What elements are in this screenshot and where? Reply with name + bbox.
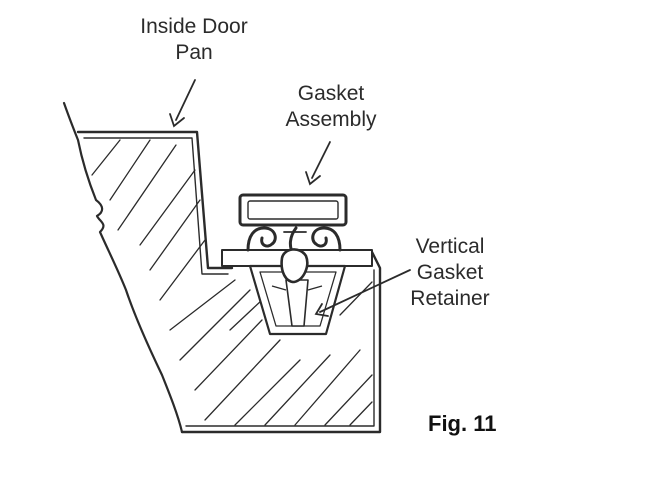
leader-lines: [169, 79, 411, 317]
label-inside-door-pan-line2: Pan: [175, 41, 213, 64]
label-gasket-assembly-line1: Gasket: [297, 82, 365, 105]
door-wall-section: [62, 101, 382, 434]
label-vertical-gasket-retainer-line1: Vertical: [415, 235, 485, 258]
gasket-assembly: [238, 193, 348, 284]
figure-number: Fig. 11: [428, 411, 497, 436]
label-vertical-gasket-retainer: Vertical Gasket Retainer: [398, 234, 502, 312]
label-gasket-assembly: Gasket Assembly: [272, 81, 390, 133]
label-inside-door-pan-line1: Inside Door: [140, 15, 248, 38]
label-inside-door-pan: Inside Door Pan: [124, 14, 264, 66]
label-vertical-gasket-retainer-line2: Gasket: [416, 261, 484, 284]
label-gasket-assembly-line2: Assembly: [285, 108, 377, 131]
label-vertical-gasket-retainer-line3: Retainer: [410, 287, 490, 310]
